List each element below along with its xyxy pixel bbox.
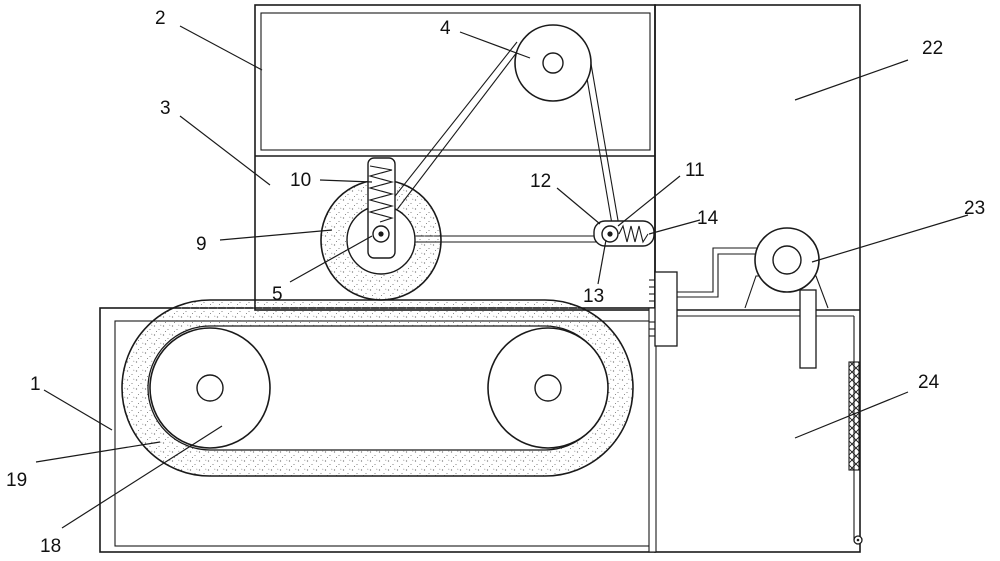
label-4: 4 [440, 18, 451, 39]
left-roller [149, 327, 271, 449]
label-24: 24 [918, 372, 940, 393]
label-9: 9 [196, 234, 207, 255]
top-pulley [514, 24, 592, 102]
gear-rack [649, 271, 678, 347]
label-2: 2 [155, 8, 166, 29]
tensioner-slot [593, 220, 655, 247]
label-22: 22 [922, 38, 943, 59]
label-14: 14 [697, 208, 719, 229]
label-23: 23 [964, 198, 985, 219]
label-11: 11 [685, 160, 705, 181]
label-1: 1 [30, 374, 41, 395]
label-13: 13 [583, 286, 604, 307]
label-18: 18 [40, 536, 61, 557]
label-19: 19 [6, 470, 27, 491]
upper-housing [254, 4, 656, 311]
label-12: 12 [530, 171, 551, 192]
leader-lines [35, 25, 969, 529]
label-5: 5 [272, 284, 283, 305]
motor [677, 227, 829, 369]
label-3: 3 [160, 98, 171, 119]
brush-wheel [320, 157, 442, 301]
right-roller [487, 327, 609, 449]
part-labels: 2 3 4 5 9 10 11 12 13 14 1 19 18 22 23 2… [6, 8, 985, 557]
label-10: 10 [290, 170, 311, 191]
